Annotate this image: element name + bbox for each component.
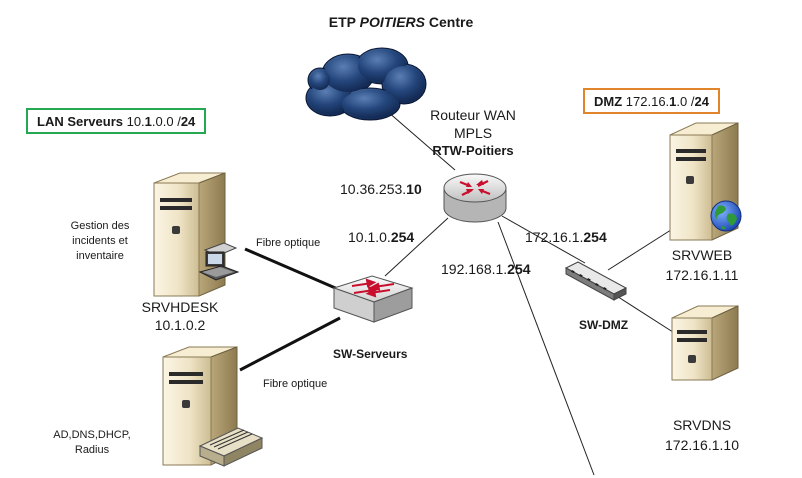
router-dmz-ip: 172.16.1.254 [525, 229, 607, 245]
link-srvad-fibre [239, 316, 341, 372]
wan-cloud-icon [305, 47, 427, 121]
fibre-label-1: Fibre optique [256, 237, 321, 249]
srvad-role: AD,DNS,DHCP, Radius [53, 429, 131, 456]
router-line2: MPLS [453, 125, 493, 141]
router-line1: Routeur WAN [430, 107, 516, 123]
fibre-label-2: Fibre optique [263, 378, 328, 390]
router-label: Routeur WAN MPLS RTW-Poitiers [418, 106, 528, 160]
srvweb-ip: 172.16.1.11 [665, 267, 739, 283]
router-lan-ip: 10.1.0.254 [348, 229, 415, 245]
link-swdmz-srvdns [611, 292, 677, 335]
diagram-title: ETP POITIERS Centre [328, 14, 474, 30]
srvhdesk-name: SRVHDESK [141, 299, 219, 315]
router-wan-ip: 10.36.253.10 [340, 181, 422, 197]
srvhdesk-role: Gestion des incidents et inventaire [70, 220, 130, 262]
link-router-other [497, 221, 595, 476]
srvhdesk-label: SRVHDESK 10.1.0.2 [130, 298, 230, 334]
srvweb-label: SRVWEB 172.16.1.11 [652, 245, 752, 285]
appliance-icon [198, 427, 264, 467]
link-swdmz-srvweb [607, 227, 675, 271]
srvweb-name: SRVWEB [671, 247, 733, 263]
srvdns-name: SRVDNS [672, 417, 732, 433]
sw-serveurs-label: SW-Serveurs [333, 347, 408, 361]
server-srvdns-icon[interactable] [671, 305, 739, 381]
sw-serveurs-icon[interactable] [332, 275, 414, 323]
dmz-zone-label: DMZ 172.16.1.0 /24 [583, 88, 720, 114]
lan-serveurs-zone-label: LAN Serveurs 10.1.0.0 /24 [26, 108, 207, 134]
srvdns-label: SRVDNS 172.16.1.10 [652, 415, 752, 455]
link-srvhdesk-fibre [244, 247, 341, 292]
link-router-swserveurs [384, 217, 449, 277]
globe-icon [710, 200, 742, 232]
router-name: RTW-Poitiers [432, 143, 514, 158]
router-other-ip: 192.168.1.254 [441, 261, 531, 277]
router-icon[interactable] [443, 173, 507, 223]
sw-dmz-icon[interactable] [564, 261, 628, 301]
workstation-icon [198, 242, 240, 281]
link-router-swdmz [501, 215, 586, 264]
links [239, 97, 677, 476]
srvhdesk-ip: 10.1.0.2 [154, 317, 206, 333]
srvdns-ip: 172.16.1.10 [665, 437, 739, 453]
sw-dmz-label: SW-DMZ [579, 318, 629, 332]
